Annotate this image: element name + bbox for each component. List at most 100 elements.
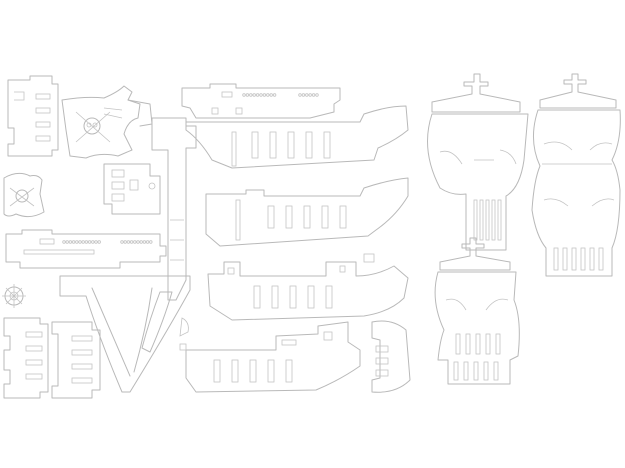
porthole (145, 240, 150, 244)
porthole (305, 93, 309, 97)
porthole (139, 240, 143, 244)
deck-slot (231, 359, 239, 383)
porthole (123, 240, 127, 244)
deck-slot (473, 199, 478, 241)
deck-slot (571, 247, 577, 271)
window (227, 267, 235, 275)
porthole (126, 240, 131, 244)
deck-slot (231, 131, 237, 167)
deck-slot (249, 359, 257, 383)
skull-flag-small (3, 172, 45, 218)
deck-slot (495, 333, 501, 355)
deck-slot (235, 199, 241, 241)
deck-slot (213, 359, 221, 383)
porthole (149, 240, 153, 244)
porthole (142, 240, 147, 244)
deck-slot (580, 247, 586, 271)
hull-side-4 (207, 253, 409, 321)
deck-slot (305, 131, 313, 159)
porthole (262, 93, 267, 97)
window (339, 265, 346, 273)
deck-slot (479, 199, 484, 241)
deck-slot (483, 361, 489, 381)
hull-side-5 (179, 321, 361, 393)
hatch (221, 91, 233, 98)
porthole (65, 240, 69, 244)
deck-slot (491, 199, 496, 241)
small-frame-mid-left (103, 163, 161, 215)
deck-slot (562, 247, 568, 271)
porthole (249, 93, 253, 97)
deck-slot (267, 205, 275, 229)
sail-assembly-2 (531, 73, 621, 277)
window (281, 339, 297, 346)
porthole (78, 240, 82, 244)
porthole (136, 240, 140, 244)
deck-slot (287, 131, 295, 159)
porthole (84, 240, 89, 244)
keel-sail-triangle (59, 275, 191, 393)
hull-side-2 (185, 105, 409, 169)
porthole (120, 240, 124, 244)
deck-slot (453, 361, 459, 381)
porthole (97, 240, 101, 244)
deck-slot (323, 131, 331, 159)
porthole (91, 240, 95, 244)
porthole (298, 93, 302, 97)
deck-slot (598, 247, 604, 271)
deck-slot (497, 199, 502, 241)
comb-frame-left (3, 317, 49, 399)
hull-side-3 (205, 177, 409, 247)
porthole (255, 93, 260, 97)
deck-slot (269, 131, 277, 159)
porthole (245, 93, 250, 97)
window (363, 253, 375, 263)
stern-castle-piece (371, 320, 411, 393)
window (323, 331, 333, 341)
porthole (269, 93, 273, 97)
deck-slot (485, 333, 491, 355)
porthole (94, 240, 98, 244)
deck-strip-portholes (5, 229, 167, 269)
porthole (71, 240, 76, 244)
deck-slot (475, 333, 481, 355)
hatch (39, 238, 55, 245)
deck-slot (267, 359, 275, 383)
porthole (272, 93, 277, 97)
porthole (81, 240, 85, 244)
deck-slot (553, 247, 559, 271)
deck-slot (455, 333, 461, 355)
comb-frame-mid (51, 321, 101, 399)
porthole (75, 240, 79, 244)
deck-slot (325, 285, 333, 309)
deck-slot (493, 361, 499, 381)
deck-slot (465, 333, 471, 355)
deck-slot (271, 285, 279, 309)
porthole (62, 240, 66, 244)
deck-slot (253, 285, 261, 309)
hull-side-1 (181, 83, 341, 119)
porthole (129, 240, 134, 244)
small-frame-top-left (7, 75, 59, 157)
porthole (315, 93, 319, 97)
deck-slot (485, 199, 490, 241)
deck-slot (339, 205, 347, 229)
hatch (235, 107, 243, 115)
porthole (266, 93, 270, 97)
porthole (308, 93, 312, 97)
ships-wheel (2, 284, 26, 308)
deck-slot (285, 359, 293, 383)
deck-slot (307, 285, 315, 309)
deck-slot (289, 285, 297, 309)
deck-slot (321, 205, 329, 229)
deck-slot (463, 361, 469, 381)
sail-assembly-1 (427, 73, 529, 251)
hatch (211, 107, 219, 115)
porthole (242, 93, 246, 97)
porthole (311, 93, 316, 97)
deck-slot (285, 205, 293, 229)
porthole (259, 93, 263, 97)
deck-slot (251, 131, 259, 159)
